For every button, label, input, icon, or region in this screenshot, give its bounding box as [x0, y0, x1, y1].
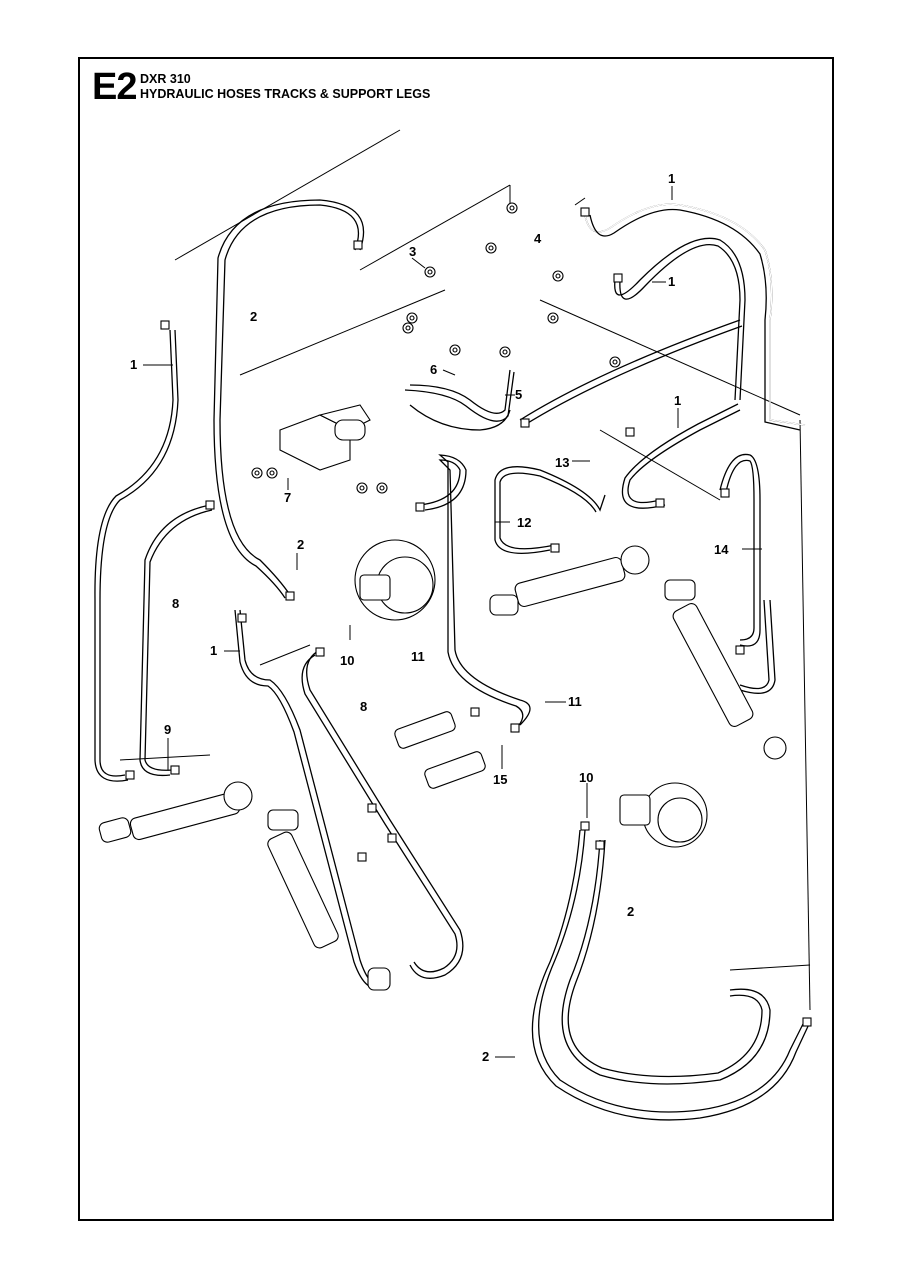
callout-2-bottom-right: 2: [627, 904, 634, 919]
callout-15: 15: [493, 772, 507, 787]
hose-2-top-left: [213, 199, 365, 599]
track-motor-lower: [619, 782, 708, 848]
callout-labels: 1 1 1 1 1 2 2 2 2 3 4 5 6 7 8 8 9 10 10 …: [130, 171, 729, 1064]
chassis-outline: [119, 129, 811, 1011]
hose-center-bundle: [234, 609, 464, 989]
callout-7: 7: [284, 490, 291, 505]
callout-13: 13: [555, 455, 569, 470]
callout-11-upper: 11: [411, 649, 425, 664]
hose-11: [419, 454, 531, 731]
callout-9: 9: [164, 722, 171, 737]
hose-2-bottom: [531, 829, 811, 1121]
callout-1-right: 1: [668, 274, 675, 289]
page-title: HYDRAULIC HOSES TRACKS & SUPPORT LEGS: [140, 87, 431, 101]
callout-8-left: 8: [172, 596, 179, 611]
callout-3: 3: [409, 244, 416, 259]
callout-8-center: 8: [360, 699, 367, 714]
drawing-frame: [78, 57, 834, 1221]
model-name: DXR 310: [140, 72, 191, 86]
fittings: [125, 202, 812, 1027]
callout-12: 12: [517, 515, 531, 530]
track-motor-upper: [354, 539, 436, 621]
track-cylinders-center: [394, 711, 486, 789]
support-leg-cylinder-left: [98, 781, 253, 843]
callout-6: 6: [430, 362, 437, 377]
hose-8-left: [139, 504, 213, 777]
callout-10-upper: 10: [340, 653, 354, 668]
callout-2-center: 2: [297, 537, 304, 552]
hose-1-top-right: [584, 203, 806, 431]
support-leg-cylinder-center: [267, 809, 391, 991]
hose-1-left: [94, 329, 179, 782]
hose-5-6: [404, 319, 743, 431]
support-leg-cylinder-far-right: [664, 579, 787, 760]
section-code: E2: [92, 66, 137, 108]
callout-1-mid-left: 1: [210, 643, 217, 658]
hose-12-13-14: [494, 403, 776, 694]
callout-2-top-left: 2: [250, 309, 257, 324]
callout-1-left: 1: [130, 357, 137, 372]
callout-10-lower: 10: [579, 770, 593, 785]
callout-14: 14: [714, 542, 729, 557]
callout-4: 4: [534, 231, 542, 246]
callout-5: 5: [515, 387, 522, 402]
callout-2-bottom: 2: [482, 1049, 489, 1064]
callout-1-mid-right: 1: [674, 393, 681, 408]
valve-block: [279, 404, 371, 471]
callout-1-top: 1: [668, 171, 675, 186]
callout-11-lower: 11: [568, 694, 582, 709]
support-leg-cylinder-right: [489, 545, 650, 616]
leader-lines: [143, 186, 762, 1058]
